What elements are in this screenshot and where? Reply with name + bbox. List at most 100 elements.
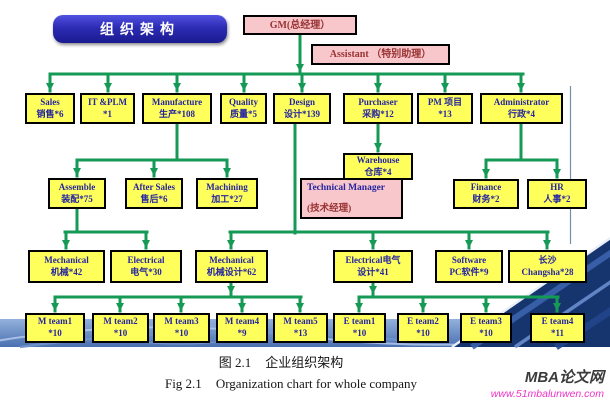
- title-badge: 组织架构: [53, 15, 227, 43]
- node-label: 销售*6: [36, 108, 64, 119]
- node-label: Sales: [40, 96, 60, 107]
- node-label: *9: [237, 328, 247, 338]
- node-label: Quality: [228, 96, 258, 107]
- node-label: GM(总经理）: [269, 19, 331, 31]
- node-m-team2: M team2 *10: [92, 313, 149, 343]
- title-badge-label: 组织架构: [100, 21, 180, 37]
- node-label: M team4: [224, 316, 260, 327]
- node-e-team3: E team3 *10: [460, 313, 512, 343]
- node-mechanical-assembly: Mechanical 机械*42: [28, 250, 105, 283]
- node-label: Warehouse: [356, 154, 400, 165]
- node-label: M team5: [283, 316, 318, 327]
- caption-en: Fig 2.1 Organization chart for whole comp…: [0, 376, 582, 392]
- node-assemble: Assemble 装配*75: [48, 178, 106, 209]
- node-label: E team1: [343, 316, 376, 327]
- node-label: Electrical: [127, 254, 165, 265]
- node-after-sales: After Sales 售后*6: [125, 178, 183, 209]
- node-label: Mechanical: [44, 254, 89, 265]
- node-administrator: Administrator 行政*4: [480, 93, 563, 124]
- node-electrical-design: Electrical电气 设计*41: [333, 250, 413, 283]
- node-label: 采购*12: [362, 108, 394, 119]
- node-m-team3: M team3 *10: [153, 313, 210, 343]
- node-label: (技术经理): [307, 203, 352, 214]
- node-label: 机械*42: [50, 266, 83, 277]
- node-sales: Sales 销售*6: [25, 93, 75, 124]
- node-assistant: Assistant （特别助理）: [311, 44, 450, 65]
- node-label: E team2: [407, 316, 439, 327]
- node-label: *11: [550, 328, 564, 338]
- node-design: Design 设计*139: [273, 93, 331, 124]
- node-label: M team2: [103, 316, 138, 327]
- node-technical-manager: Technical Manager (技术经理): [300, 178, 403, 219]
- node-label: IT &PLM: [87, 96, 128, 107]
- node-quality: Quality 质量*5: [220, 93, 267, 124]
- node-label: *10: [416, 328, 430, 338]
- node-warehouse: Warehouse 仓库*4: [343, 153, 413, 180]
- node-label: E team4: [541, 316, 574, 327]
- node-label: 仓库*4: [364, 166, 392, 177]
- node-gm: GM(总经理）: [243, 15, 357, 35]
- node-label: 设计*41: [357, 266, 389, 277]
- node-e-team1: E team1 *10: [333, 313, 386, 343]
- node-label: 售后*6: [140, 193, 168, 204]
- node-label: 长沙: [538, 254, 557, 265]
- node-label: After Sales: [132, 181, 176, 192]
- node-label: Manufacture: [151, 96, 203, 107]
- node-label: *10: [174, 328, 189, 338]
- node-label: 行政*4: [507, 108, 535, 119]
- node-label: HR: [550, 182, 564, 193]
- node-label: 机械设计*62: [206, 266, 257, 277]
- node-label: M team1: [37, 316, 73, 327]
- node-label: M team3: [164, 316, 199, 327]
- node-label: Technical Manager: [307, 183, 386, 193]
- node-label: Changsha*28: [521, 266, 574, 277]
- node-label: *13: [438, 108, 452, 119]
- node-electrical-assembly: Electrical 电气*30: [110, 250, 182, 283]
- node-pm: PM 项目 *13: [417, 93, 473, 124]
- node-software: Software PC软件*9: [435, 250, 503, 283]
- node-label: 装配*75: [61, 193, 93, 204]
- node-label: 加工*27: [211, 193, 243, 204]
- node-finance: Finance 财务*2: [453, 179, 519, 209]
- node-label: Electrical电气: [345, 254, 401, 265]
- node-label: PM 项目: [427, 96, 463, 107]
- caption-cn-text: 企业组织架构: [265, 355, 344, 370]
- node-label: 生产*108: [158, 108, 195, 119]
- node-label: *10: [479, 328, 493, 338]
- node-label: Administrator: [493, 96, 550, 107]
- node-m-team4: M team4 *9: [216, 313, 268, 343]
- node-label: 电气*30: [130, 266, 162, 277]
- node-label: Software: [451, 254, 487, 265]
- node-label: 设计*139: [283, 108, 320, 119]
- node-changsha: 长沙 Changsha*28: [508, 250, 587, 283]
- node-it-plm: IT &PLM *1: [80, 93, 135, 124]
- watermark: MBA论文网 www.51mbalunwen.com: [491, 366, 604, 400]
- node-label: Machining: [206, 181, 248, 192]
- node-label: E team3: [470, 316, 502, 327]
- node-label: Assemble: [58, 181, 96, 192]
- node-purchaser: Purchaser 采购*12: [343, 93, 413, 124]
- node-hr: HR 人事*2: [527, 179, 587, 209]
- node-manufacture: Manufacture 生产*108: [142, 93, 212, 124]
- node-m-team5: M team5 *13: [273, 313, 328, 343]
- node-label: Design: [288, 96, 315, 107]
- watermark-url: www.51mbalunwen.com: [490, 388, 604, 400]
- node-e-team4: E team4 *11: [530, 313, 585, 343]
- node-machining: Machining 加工*27: [196, 178, 258, 209]
- caption-en-number: Fig 2.1: [164, 376, 202, 391]
- node-label: PC软件*9: [449, 266, 489, 277]
- node-label: Mechanical: [209, 254, 254, 265]
- node-label: Purchaser: [358, 96, 398, 107]
- caption-en-text: Organization chart for whole company: [215, 376, 418, 391]
- node-label: *10: [352, 328, 367, 338]
- node-label: 财务*2: [472, 194, 500, 204]
- connector-lines: [46, 33, 561, 313]
- node-label: 人事*2: [543, 194, 571, 204]
- node-label: 质量*5: [229, 108, 257, 119]
- node-label: *10: [113, 328, 128, 338]
- node-label: Finance: [470, 182, 502, 193]
- node-e-team2: E team2 *10: [397, 313, 449, 343]
- node-label: Assistant （特别助理）: [329, 49, 432, 60]
